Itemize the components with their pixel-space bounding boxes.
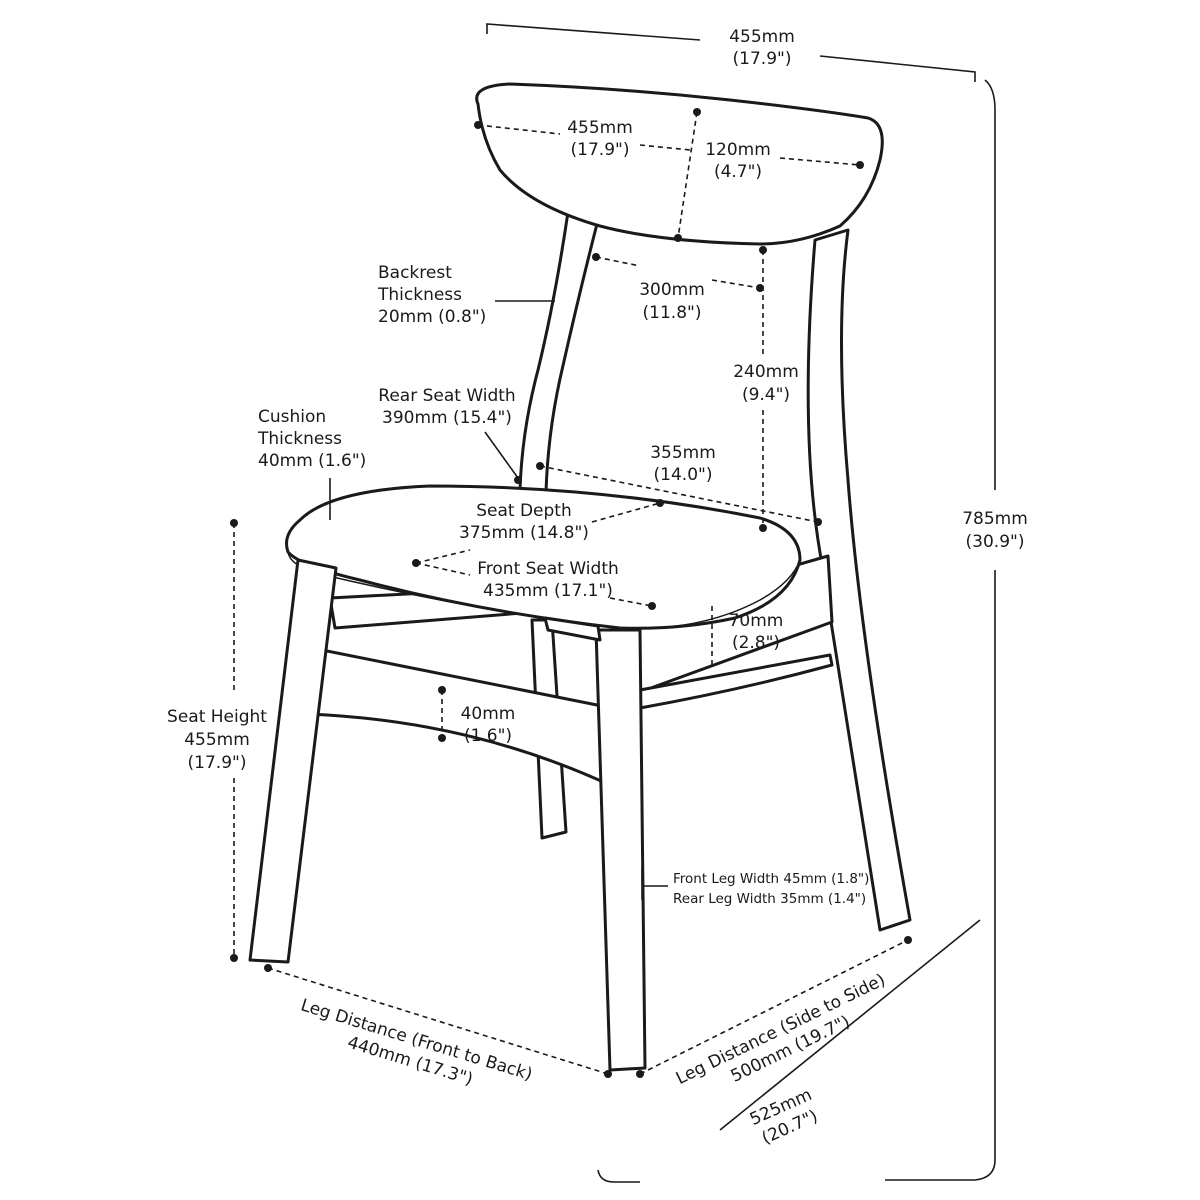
seat-side-mm: 355mm <box>650 443 716 463</box>
cushion-thickness-line2: Thickness <box>257 429 342 449</box>
backrest-thickness-line3: 20mm (0.8") <box>378 307 486 327</box>
seat-depth-line2: 375mm (14.8") <box>459 523 589 543</box>
leg-width-line1: Front Leg Width 45mm (1.8") <box>673 871 869 887</box>
top-width-in: (17.9") <box>733 49 792 69</box>
front-right-leg <box>594 628 647 1072</box>
seat-depth-line1: Seat Depth <box>476 501 572 521</box>
apron-height-in: (2.8") <box>732 633 780 653</box>
overall-height-mm: 785mm <box>962 509 1028 529</box>
seat-side-in: (14.0") <box>654 465 713 485</box>
backrest-width-mm: 455mm <box>567 118 633 138</box>
stretcher-height-mm: 40mm <box>461 704 516 724</box>
front-stretcher <box>304 646 614 788</box>
seat-height-line1: Seat Height <box>167 707 267 727</box>
backrest-width-in: (17.9") <box>571 140 630 160</box>
back-gap-height-in: (9.4") <box>742 385 790 405</box>
backrest-thickness-line2: Thickness <box>377 285 462 305</box>
seat-cushion <box>285 484 802 630</box>
leg-width-line2: Rear Leg Width 35mm (1.4") <box>673 891 866 907</box>
front-seat-width-line2: 435mm (17.1") <box>483 581 613 601</box>
side-stretcher <box>638 653 834 710</box>
dimension-lines <box>230 23 996 1183</box>
back-gap-height-mm: 240mm <box>733 362 799 382</box>
rear-seat-width-line2: 390mm (15.4") <box>382 408 512 428</box>
rear-seat-width-line1: Rear Seat Width <box>378 386 515 406</box>
front-seat-width-line1: Front Seat Width <box>477 559 619 579</box>
apron-height-mm: 70mm <box>729 611 784 631</box>
seat-height-line2: 455mm <box>184 730 250 750</box>
backrest-height-mm: 120mm <box>705 140 771 160</box>
chair-drawing <box>248 82 912 1072</box>
back-gap-width-in: (11.8") <box>643 303 702 323</box>
backrest <box>475 82 884 246</box>
top-width-mm: 455mm <box>729 27 795 47</box>
cushion-thickness-line1: Cushion <box>258 407 326 427</box>
backrest-thickness-line1: Backrest <box>378 263 452 283</box>
right-back-post <box>806 228 912 932</box>
seat-height-line3: (17.9") <box>188 753 247 773</box>
front-left-leg <box>248 558 338 964</box>
stretcher-height-in: (1.6") <box>464 726 512 746</box>
front-side-apron <box>543 616 602 642</box>
overall-height-in: (30.9") <box>966 532 1025 552</box>
left-back-post <box>518 210 600 494</box>
backrest-height-in: (4.7") <box>714 162 762 182</box>
leg-side-side-line1: Leg Distance (Side to Side) <box>673 970 889 1089</box>
cushion-thickness-line3: 40mm (1.6") <box>258 451 366 471</box>
back-gap-width-mm: 300mm <box>639 280 705 300</box>
